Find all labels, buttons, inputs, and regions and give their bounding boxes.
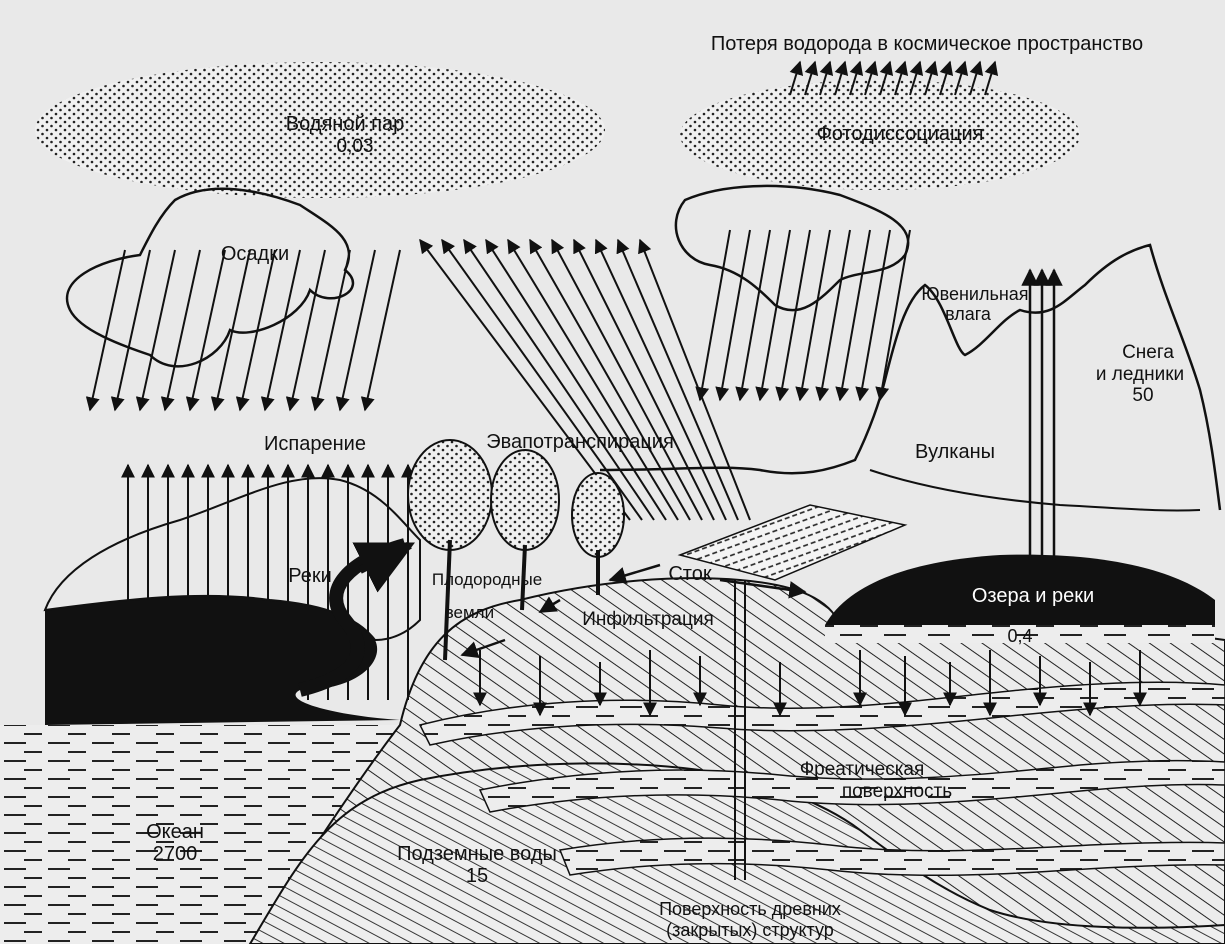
- river-basin-black: [45, 595, 400, 725]
- water-vapor-cloud: [35, 62, 605, 198]
- mountain-outline: [599, 243, 1222, 511]
- evapotranspiration-arrow: [573, 238, 715, 521]
- label-ancient-structures-2: (закрытых) структур: [666, 920, 834, 940]
- hydrogen-loss-arrow: [849, 60, 864, 96]
- hydrogen-loss-arrow: [864, 60, 879, 96]
- hydrogen-loss-arrow: [954, 60, 969, 96]
- label-ancient-structures-1: Поверхность древних: [659, 899, 841, 919]
- hydrogen-loss-arrow: [909, 60, 924, 96]
- farm-field: [677, 504, 908, 581]
- hydrogen-loss-arrow: [969, 60, 984, 96]
- hydrogen-loss-arrow: [819, 60, 834, 96]
- hydrogen-loss-arrow: [984, 60, 999, 96]
- photodissociation-cloud: [680, 80, 1080, 190]
- hydrogen-loss-arrow: [879, 60, 894, 96]
- precipitation-arrow: [110, 249, 151, 412]
- precipitation-arrow-right: [775, 229, 811, 402]
- rain-cloud-right: [674, 184, 910, 312]
- precipitation-arrow-right: [815, 229, 851, 402]
- precipitation-arrow: [335, 249, 376, 412]
- precipitation-arrow: [85, 249, 126, 412]
- label-groundwater: Подземные воды: [397, 843, 557, 865]
- label-lakes-rivers: Озера и реки: [972, 585, 1094, 607]
- trees: [407, 439, 625, 661]
- label-groundwater-value: 15: [466, 865, 488, 887]
- precipitation-arrow: [260, 249, 301, 412]
- precipitation-arrow-right: [795, 229, 831, 402]
- aquifer-layer-3: [558, 837, 1225, 877]
- precipitation-arrow: [360, 249, 401, 412]
- label-evaporation: Испарение: [264, 433, 366, 455]
- hydrogen-loss-arrow: [789, 60, 804, 96]
- label-precipitation: Осадки: [221, 243, 289, 265]
- evapotranspiration-arrow: [463, 238, 655, 521]
- precipitation-arrow: [160, 249, 201, 412]
- label-ocean-value: 2700: [153, 843, 198, 865]
- precipitation-arrow-right: [755, 229, 791, 402]
- runoff-arrow: [538, 596, 561, 614]
- precipitation-arrow: [235, 249, 276, 412]
- label-phreatic-surface-1: Фреатическая: [800, 759, 925, 780]
- evapotranspiration-arrow: [551, 238, 703, 521]
- evapotranspiration-arrow: [616, 238, 739, 521]
- label-runoff: Сток: [668, 563, 712, 585]
- hill-left: [43, 477, 421, 642]
- evapotranspiration-arrow: [485, 238, 667, 521]
- hydrogen-loss-arrow: [924, 60, 939, 96]
- precipitation-arrow-right: [875, 229, 911, 402]
- hydrogen-loss-arrow: [804, 60, 819, 96]
- aquifer-layer-2: [478, 760, 1225, 813]
- label-photodissociation: Фотодиссоциация: [817, 123, 984, 145]
- runoff-arrow: [460, 638, 506, 659]
- evapotranspiration-arrow: [594, 238, 727, 521]
- label-volcanoes: Вулканы: [915, 441, 995, 463]
- label-snow-glaciers-1: Снега: [1122, 342, 1174, 363]
- precipitation-arrow: [210, 249, 251, 412]
- lakes-rivers-label-bg: [948, 580, 1118, 610]
- label-evapotranspiration: Эвапотранспирация: [486, 431, 674, 453]
- precipitation-arrow-right: [835, 229, 871, 402]
- hydrogen-loss-arrow: [834, 60, 849, 96]
- label-ocean: Океан: [146, 821, 204, 843]
- labels: Потеря водорода в космическое пространст…: [146, 33, 1184, 940]
- label-water-vapor: Водяной пар: [286, 113, 405, 135]
- label-snow-glaciers-value: 50: [1132, 385, 1153, 406]
- label-fertile-lands-2: земли: [446, 603, 494, 622]
- label-water-vapor-value: 0,03: [337, 136, 374, 157]
- label-lakes-rivers-value: 0,4: [1007, 626, 1032, 646]
- hydrogen-loss-arrow: [939, 60, 954, 96]
- label-infiltration: Инфильтрация: [582, 609, 714, 630]
- lake-water: [825, 625, 1215, 643]
- precipitation-arrow-right: [695, 229, 731, 402]
- label-hydrogen-loss: Потеря водорода в космическое пространст…: [711, 33, 1143, 55]
- label-rivers: Реки: [288, 565, 332, 587]
- river-arrow: [352, 541, 416, 593]
- aquifer-layer-1: [418, 681, 1225, 746]
- label-snow-glaciers-2: и ледники: [1096, 364, 1184, 385]
- precipitation-arrow: [135, 249, 176, 412]
- label-phreatic-surface-2: поверхность: [842, 781, 952, 802]
- precipitation-arrow-right: [855, 229, 891, 402]
- precipitation-arrow-right: [715, 229, 751, 402]
- evapotranspiration-arrow: [638, 238, 751, 521]
- evapotranspiration-arrow: [507, 238, 679, 521]
- hydrogen-loss-arrow: [894, 60, 909, 96]
- label-juvenile-water-1: Ювенильная: [921, 284, 1028, 304]
- precipitation-arrow: [310, 249, 351, 412]
- precipitation-arrow: [285, 249, 326, 412]
- volcano-slope: [869, 469, 1201, 512]
- label-fertile-lands-1: Плодородные: [432, 570, 542, 589]
- precipitation-arrow-right: [735, 229, 771, 402]
- evapotranspiration-arrow: [529, 238, 691, 521]
- label-juvenile-water-2: влага: [945, 304, 992, 324]
- runoff-arrow: [608, 563, 661, 584]
- evapotranspiration-arrow: [441, 238, 643, 521]
- precipitation-arrow: [185, 249, 226, 412]
